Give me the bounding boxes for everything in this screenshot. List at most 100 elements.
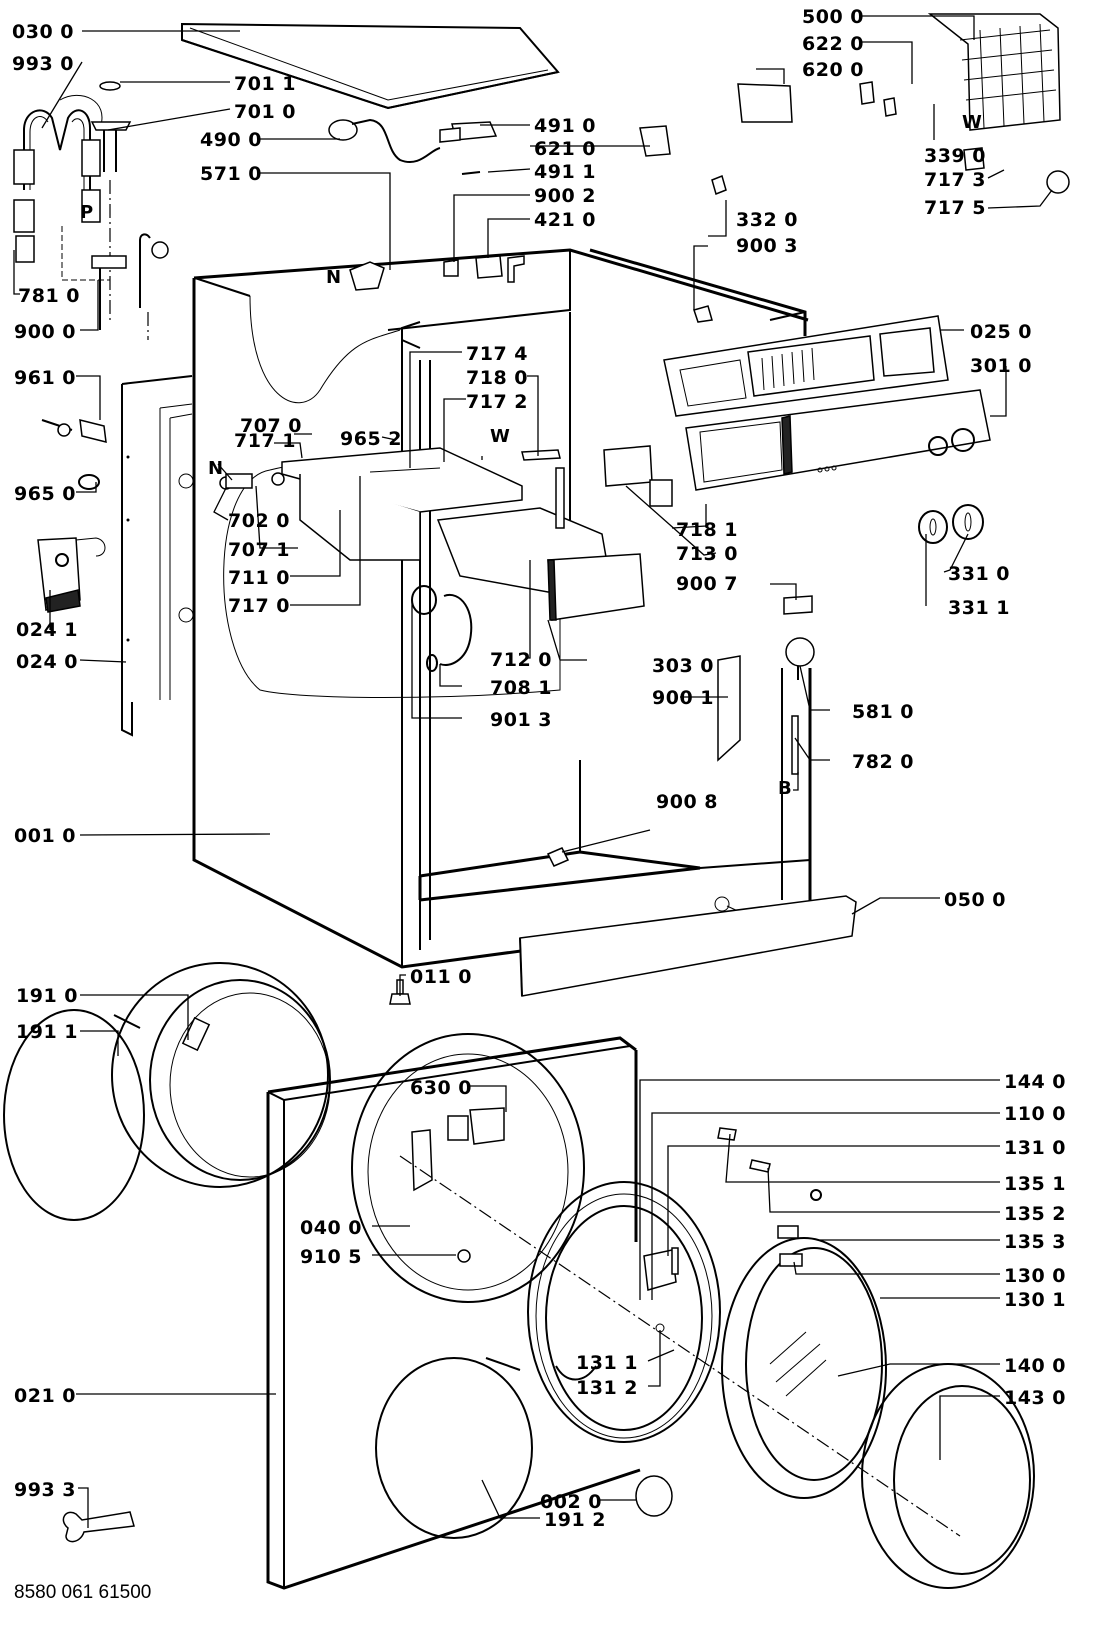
callout-110-0: 110 0 xyxy=(1004,1103,1066,1125)
callout-339-0: 339 0 xyxy=(924,145,986,167)
callout-581-0: 581 0 xyxy=(852,701,914,723)
callout-900-7: 900 7 xyxy=(676,573,738,595)
door-seal-clamp-left xyxy=(219,472,285,490)
callout-900-3: 900 3 xyxy=(736,235,798,257)
marker-w-dispenser: W xyxy=(490,426,510,447)
callout-701-0: 701 0 xyxy=(234,101,296,123)
clip-900-8 xyxy=(546,847,570,867)
callout-191-0: 191 0 xyxy=(16,985,78,1007)
callout-702-0: 702 0 xyxy=(228,510,290,532)
callout-130-1: 130 1 xyxy=(1004,1289,1066,1311)
side-panel xyxy=(121,375,194,737)
callout-011-0: 011 0 xyxy=(410,966,472,988)
part-339 xyxy=(883,97,897,117)
door-lock-630 xyxy=(447,1107,505,1145)
callout-717-5: 717 5 xyxy=(924,197,986,219)
washer xyxy=(57,423,71,437)
callout-781-0: 781 0 xyxy=(18,285,80,307)
callout-040-0: 040 0 xyxy=(300,1217,362,1239)
clip-900-7 xyxy=(783,595,813,615)
cabinet xyxy=(192,248,812,969)
door-frame-110 xyxy=(527,1181,721,1443)
callout-622-0: 622 0 xyxy=(802,33,864,55)
power-cord xyxy=(328,118,441,163)
part-900-3 xyxy=(693,305,713,323)
front-panel xyxy=(685,389,991,491)
callout-421-0: 421 0 xyxy=(534,209,596,231)
seal-965 xyxy=(78,474,100,490)
part-421 xyxy=(475,255,503,279)
callout-130-0: 130 0 xyxy=(1004,1265,1066,1287)
hinge-961 xyxy=(79,419,107,443)
callout-491-0: 491 0 xyxy=(534,115,596,137)
callout-900-8: 900 8 xyxy=(656,791,718,813)
callout-331-0: 331 0 xyxy=(948,563,1010,585)
handle-024-1 xyxy=(37,537,106,613)
cap-002 xyxy=(635,1475,673,1517)
callout-024-0: 024 0 xyxy=(16,651,78,673)
bracket-621 xyxy=(639,125,671,157)
drum-seal xyxy=(3,962,331,1221)
callout-135-1: 135 1 xyxy=(1004,1173,1066,1195)
callout-717-4: 717 4 xyxy=(466,343,528,365)
callout-900-2: 900 2 xyxy=(534,185,596,207)
filter xyxy=(439,121,498,143)
lamp-622 xyxy=(859,81,875,105)
callout-717-2: 717 2 xyxy=(466,391,528,413)
knobs xyxy=(918,504,984,544)
callout-571-0: 571 0 xyxy=(200,163,262,185)
callout-713-0: 713 0 xyxy=(676,543,738,565)
letter-markers: P N N W W B xyxy=(80,112,982,799)
spring-191-2 xyxy=(485,1357,521,1371)
bracket-900-1 xyxy=(717,655,741,762)
door-glass-140 xyxy=(721,1237,887,1499)
callout-144-0: 144 0 xyxy=(1004,1071,1066,1093)
callout-030-0: 030 0 xyxy=(12,21,74,43)
bracket-717-3 xyxy=(963,147,985,171)
hinge-131 xyxy=(643,1249,677,1291)
callout-135-3: 135 3 xyxy=(1004,1231,1066,1253)
callout-718-0: 718 0 xyxy=(466,367,528,389)
callout-303-0: 303 0 xyxy=(652,655,714,677)
callout-331-1: 331 1 xyxy=(948,597,1010,619)
callout-782-0: 782 0 xyxy=(852,751,914,773)
callout-491-1: 491 1 xyxy=(534,161,596,183)
callout-965-2: 965 2 xyxy=(340,428,402,450)
callout-712-0: 712 0 xyxy=(490,649,552,671)
callout-143-0: 143 0 xyxy=(1004,1387,1066,1409)
callout-490-0: 490 0 xyxy=(200,129,262,151)
pin-910-5 xyxy=(457,1249,471,1263)
strip-782 xyxy=(791,715,799,775)
front-door-panel xyxy=(266,1033,641,1590)
part-131-1 xyxy=(671,1247,679,1275)
callout-191-2: 191 2 xyxy=(544,1509,606,1531)
control-panel xyxy=(663,315,949,417)
callout-050-0: 050 0 xyxy=(944,889,1006,911)
marker-n-top: N xyxy=(326,267,341,288)
callout-621-0: 621 0 xyxy=(534,138,596,160)
callout-332-0: 332 0 xyxy=(736,209,798,231)
callout-025-0: 025 0 xyxy=(970,321,1032,343)
callout-708-1: 708 1 xyxy=(490,677,552,699)
document-number: 8580 061 61500 xyxy=(14,1582,151,1603)
callout-707-0: 707 0 xyxy=(240,415,302,437)
axis-line xyxy=(399,1155,961,1537)
clip-900-2 xyxy=(443,259,459,277)
control-board xyxy=(927,13,1061,131)
knob-717-5 xyxy=(1046,170,1070,194)
inlet-valve xyxy=(349,261,385,291)
callout-024-1: 024 1 xyxy=(16,619,78,641)
marker-p: P xyxy=(80,202,93,223)
marker-n-left: N xyxy=(208,458,223,479)
hose-assembly xyxy=(13,81,169,340)
screw xyxy=(461,171,481,175)
callout-500-0: 500 0 xyxy=(802,6,864,28)
callout-717-1: 717 1 xyxy=(234,430,296,452)
wrench-993-3 xyxy=(62,1511,135,1543)
handle-040 xyxy=(411,1129,433,1192)
callout-630-0: 630 0 xyxy=(410,1077,472,1099)
callout-301-0: 301 0 xyxy=(970,355,1032,377)
callout-711-0: 711 0 xyxy=(228,567,290,589)
callout-002-0: 002 0 xyxy=(540,1491,602,1513)
